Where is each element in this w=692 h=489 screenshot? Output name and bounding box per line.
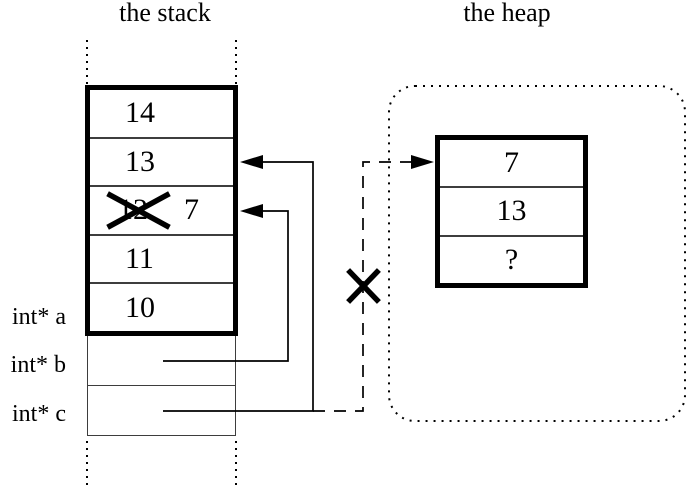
stack-cell: 14 [90,90,233,137]
pointer-c-arrowhead-icon [240,155,263,169]
broken-pointer-x-icon [346,268,381,304]
var-label-b: int* b [10,352,66,378]
stack-frame-box: 14 13 12 7 11 10 [85,85,238,336]
var-label-c: int* c [12,401,66,427]
stack-cell-value: 10 [125,290,155,324]
stack-pointer-cells [87,336,236,436]
heap-cell: ? [440,234,583,283]
heap-title: the heap [463,0,551,27]
heap-cell: 7 [504,146,519,180]
dangling-pointer-arrowhead-icon [411,155,434,169]
dangling-pointer-dashed-line [313,161,411,412]
stack-cell-pointer-b [88,336,235,386]
stack-cell: 10 [90,282,233,331]
stack-cell-new-value: 7 [184,193,199,227]
stack-cell-pointer-c [88,386,235,435]
var-label-a: int* a [12,304,66,330]
heap-block-box: 7 13 ? [435,135,588,288]
stack-cell: 13 [90,136,233,186]
stack-cell-old-value: 12 [118,193,148,227]
stack-cell-value: 11 [125,242,154,276]
stack-title: the stack [119,0,211,27]
stack-cell: 11 [90,233,233,283]
heap-cell: 13 [440,186,583,234]
stack-cell-value: 14 [125,96,155,130]
stack-cell-value: 13 [125,144,155,178]
pointer-b-arrowhead-icon [240,204,263,218]
stack-cell-crossed-out: 12 7 [90,185,233,234]
